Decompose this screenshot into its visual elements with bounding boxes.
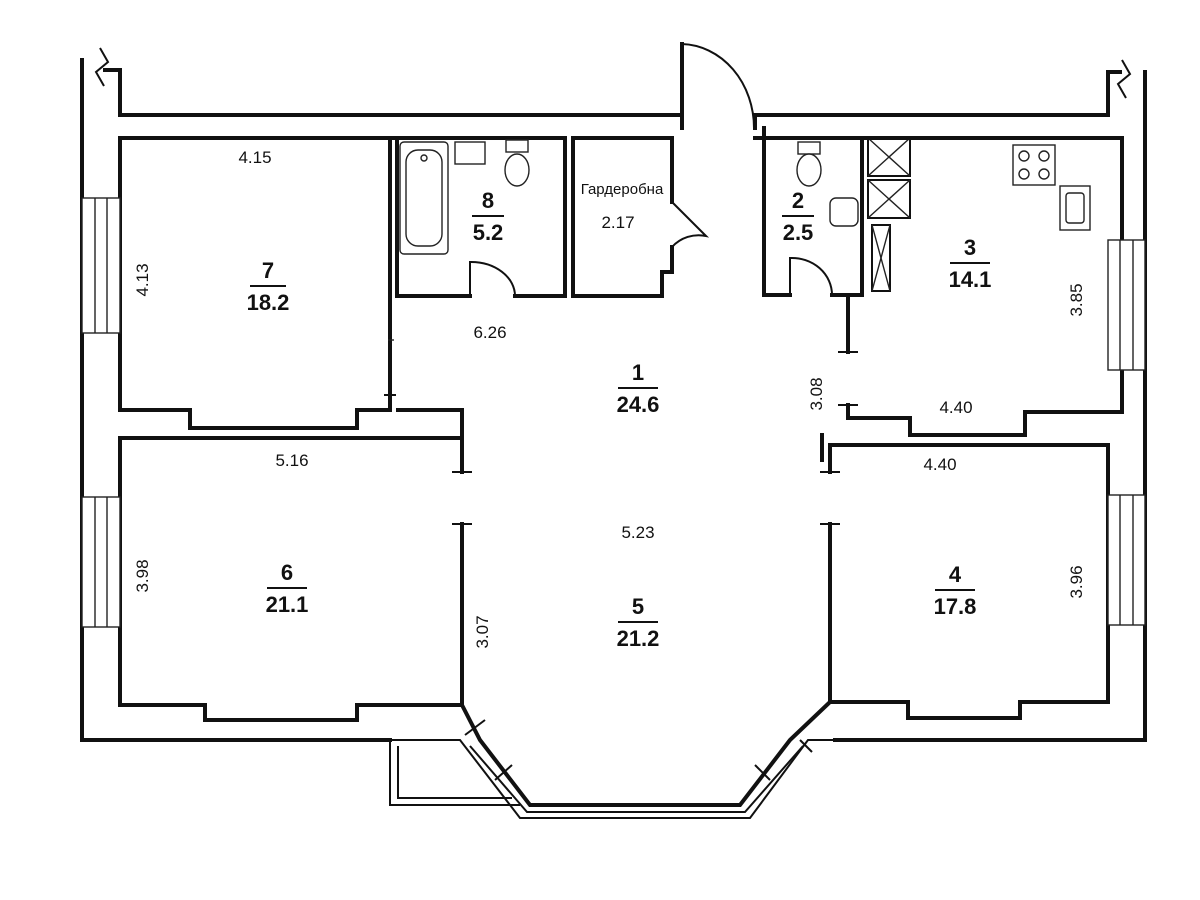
room-3-width-dim: 4.40 xyxy=(939,398,972,417)
room-5-bay xyxy=(389,699,835,819)
entrance-door-icon xyxy=(681,43,755,129)
room-8-walls xyxy=(388,136,567,298)
cooktop-icon xyxy=(1012,144,1056,186)
room-6 xyxy=(81,408,472,722)
room-2-number: 2 xyxy=(792,188,804,213)
sink-icon xyxy=(454,141,486,165)
room-6-walls xyxy=(118,436,464,722)
room-6-area: 21.1 xyxy=(266,592,309,617)
room-5-area: 21.2 xyxy=(617,626,660,651)
room-4-number: 4 xyxy=(949,562,962,587)
room-7-depth-dim: 4.13 xyxy=(133,263,152,296)
wardrobe-walls-bottom xyxy=(571,245,674,298)
room-3-depth-dim: 3.85 xyxy=(1067,283,1086,316)
room-5-bay-outer xyxy=(390,739,835,819)
wc-toilet-icon xyxy=(797,141,821,155)
room-7-width-dim: 4.15 xyxy=(238,148,271,167)
room-4-window xyxy=(1107,494,1146,626)
room-1-area: 24.6 xyxy=(617,392,660,417)
outer-wall-right xyxy=(833,70,1147,742)
room-1-number: 1 xyxy=(632,360,644,385)
dimension-labels: 4.15 4.13 6.26 3.85 4.40 3.08 5.16 3.98 … xyxy=(133,148,1086,649)
room-5-width-dim: 5.23 xyxy=(621,523,654,542)
room-8-walls-left xyxy=(395,136,472,298)
room-5-depth-dim: 3.07 xyxy=(473,615,492,648)
room-6-depth-dim: 3.98 xyxy=(133,559,152,592)
room-labels: 7 18.2 8 5.2 2 2.5 3 14.1 1 24.6 6 21.1 … xyxy=(247,181,992,651)
room-7-walls xyxy=(118,136,392,430)
room-3 xyxy=(753,136,1146,437)
room-4-depth-dim: 3.96 xyxy=(1067,565,1086,598)
hall-width-dim: 6.26 xyxy=(473,323,506,342)
room-3-walls xyxy=(753,136,1124,437)
room-5-number: 5 xyxy=(632,594,644,619)
room-2 xyxy=(762,126,864,297)
room-3-window xyxy=(1107,239,1146,371)
wardrobe-door-icon xyxy=(671,201,710,248)
room-6-window xyxy=(81,496,121,628)
room-6-number: 6 xyxy=(281,560,293,585)
room-2-area: 2.5 xyxy=(783,220,814,245)
outer-wall-top-right xyxy=(753,70,1122,130)
wall-break-right-icon xyxy=(1116,59,1132,99)
room-7-window xyxy=(81,197,121,334)
room-7 xyxy=(81,136,396,430)
room-2-walls xyxy=(762,126,792,297)
room-8-door-icon xyxy=(469,260,516,297)
room-4-width-dim: 4.40 xyxy=(923,455,956,474)
outer-wall-left xyxy=(80,58,392,742)
room-6-width-dim: 5.16 xyxy=(275,451,308,470)
room-8-area: 5.2 xyxy=(473,220,504,245)
room-5-bay-inner xyxy=(459,699,833,807)
room-7-number: 7 xyxy=(262,258,274,283)
room-4 xyxy=(820,433,1146,720)
room-8 xyxy=(388,136,567,298)
room-2-door-icon xyxy=(789,256,834,296)
outer-wall-left-break xyxy=(103,68,122,117)
room-4-area: 17.8 xyxy=(934,594,977,619)
bathtub-icon xyxy=(399,141,449,255)
room-8-number: 8 xyxy=(482,188,494,213)
outer-wall-top-left xyxy=(118,68,684,130)
room-7-area: 18.2 xyxy=(247,290,290,315)
room-3-number: 3 xyxy=(964,235,976,260)
wardrobe-room xyxy=(571,136,710,298)
hall-depth-dim: 3.08 xyxy=(807,377,826,410)
toilet-icon xyxy=(505,139,529,153)
entrance-door xyxy=(680,42,755,130)
wardrobe-walls xyxy=(571,136,674,298)
wardrobe-dimension: 2.17 xyxy=(601,213,634,232)
shafts xyxy=(867,137,911,292)
balcony-rail xyxy=(389,740,520,806)
wall-break-left-icon xyxy=(94,47,110,87)
wc-sink-icon xyxy=(829,197,859,227)
wardrobe-label: Гардеробна xyxy=(581,181,664,198)
room-3-area: 14.1 xyxy=(949,267,992,292)
